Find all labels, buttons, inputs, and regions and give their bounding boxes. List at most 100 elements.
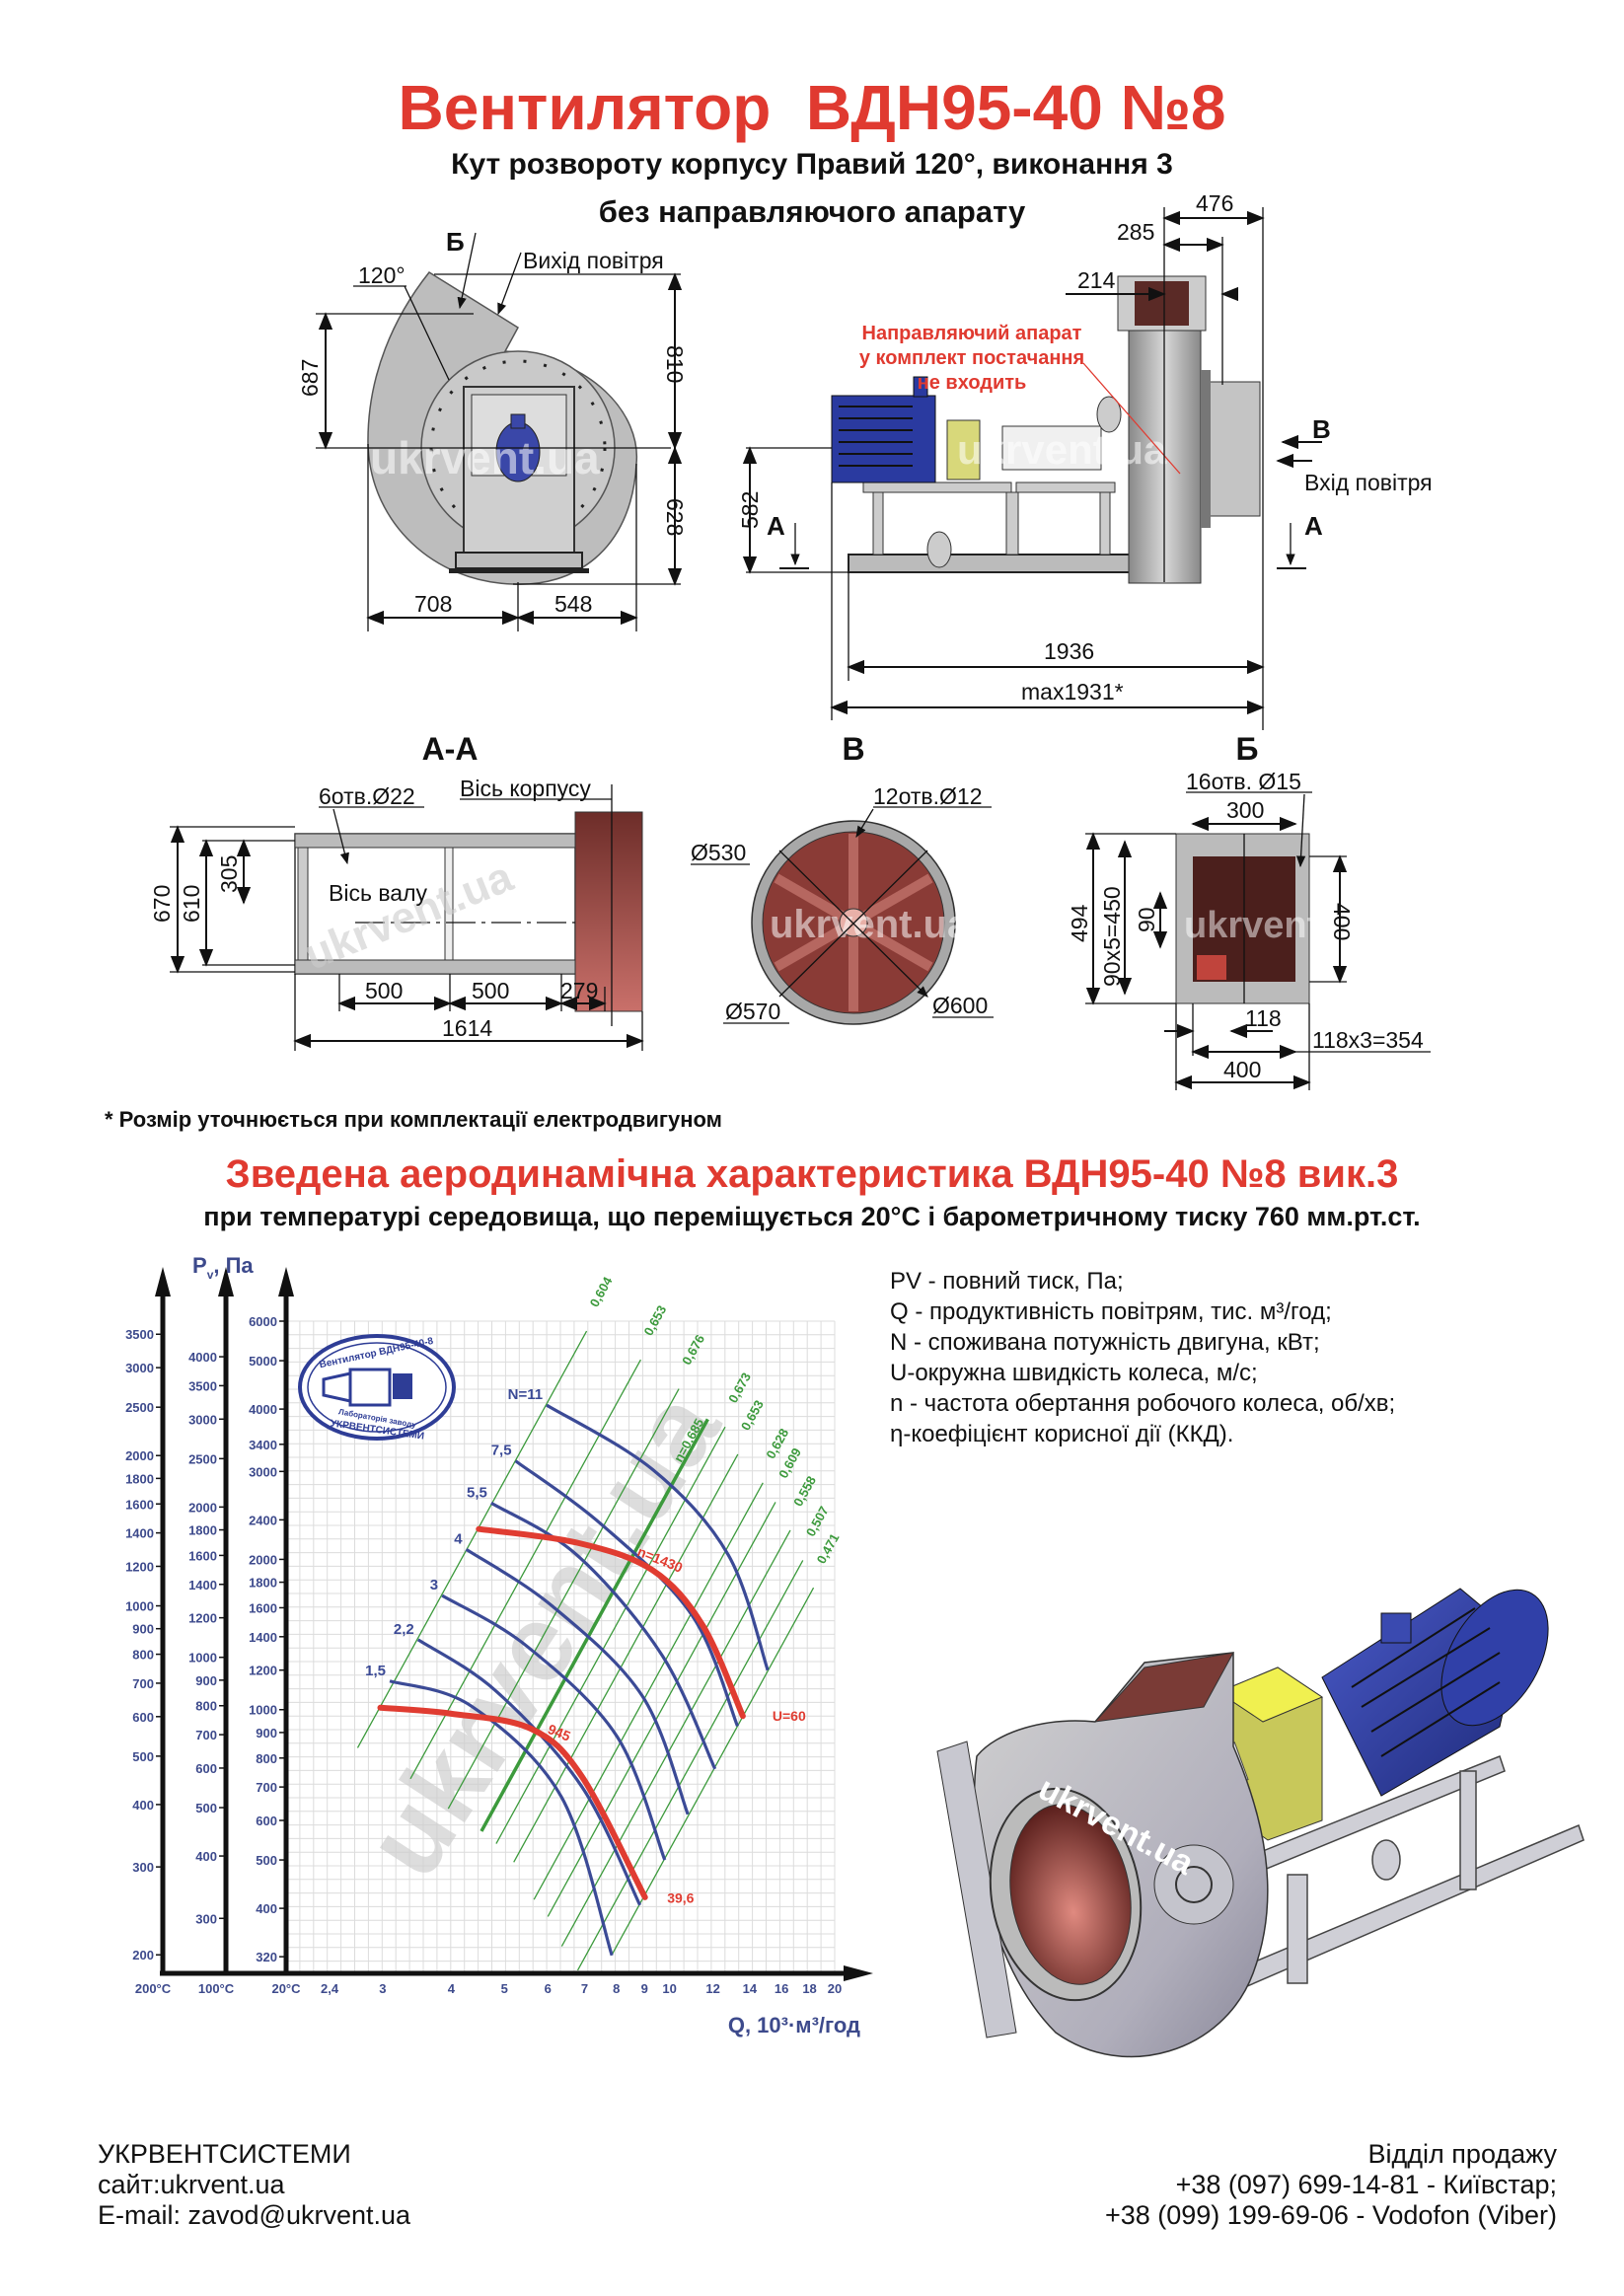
coupling-guard — [946, 419, 981, 481]
housing-axis-label: Вісь корпусу — [460, 776, 591, 801]
efficiency-line — [576, 1560, 804, 1971]
electric-motor — [1321, 1588, 1549, 1797]
y-tick-label: 2500 — [125, 1400, 154, 1415]
y-tick-label: 3000 — [249, 1464, 277, 1479]
efficiency-line — [560, 1529, 791, 1947]
chart-axes: 2003004005006007008009001000120014001600… — [125, 1267, 873, 1996]
y-tick-label: 3400 — [249, 1438, 277, 1452]
temperature-axis-label: 20°C — [271, 1981, 301, 1996]
y-tick-label: 1600 — [249, 1600, 277, 1615]
dim-300: 300 — [1226, 797, 1264, 823]
dim-500-a: 500 — [365, 978, 403, 1003]
y-axis-arrow — [155, 1267, 171, 1296]
power-curve — [490, 1501, 717, 1770]
x-tick-label: 14 — [743, 1981, 758, 1996]
y-tick-label: 2500 — [188, 1451, 217, 1466]
legend-q: Q - продуктивність повітрям, тис. м³/год… — [890, 1298, 1332, 1325]
y-tick-label: 400 — [132, 1798, 154, 1813]
view-title: Б — [1236, 731, 1259, 767]
y-tick-label: 1200 — [249, 1664, 277, 1678]
efficiency-label: 0,471 — [814, 1531, 843, 1567]
legend-n-speed: n - частота обертання робочого колеса, о… — [890, 1390, 1396, 1417]
temperature-axis-label: 200°C — [135, 1981, 172, 1996]
y-tick-label: 500 — [132, 1749, 154, 1764]
y-tick-label: 400 — [195, 1849, 217, 1864]
y-tick-label: 500 — [256, 1853, 277, 1868]
power-curve-label: 1,5 — [365, 1663, 386, 1679]
y-tick-label: 600 — [195, 1761, 217, 1776]
tip-speed-label: U=60 — [773, 1708, 806, 1724]
x-axis-arrow — [844, 1965, 873, 1981]
y-tick-label: 1400 — [249, 1630, 277, 1645]
watermark: ukrvent.ua — [370, 432, 600, 483]
efficiency-line — [409, 1359, 641, 1780]
dim-628: 628 — [662, 498, 688, 536]
x-tick-label: 5 — [501, 1981, 508, 1996]
y-tick-label: 900 — [256, 1726, 277, 1741]
power-curve — [389, 1679, 614, 1957]
diameter-530: Ø530 — [691, 840, 746, 865]
dim-118x3-354: 118x3=354 — [1312, 1027, 1424, 1053]
dim-708: 708 — [414, 591, 452, 617]
motor — [831, 395, 936, 483]
dim-476: 476 — [1196, 190, 1233, 216]
legend-eta: η-коефіцієнт корисної дії (ККД). — [890, 1421, 1234, 1447]
holes-label: 6отв.Ø22 — [319, 783, 415, 809]
watermark: ukrvent.ua — [957, 426, 1167, 473]
dim-285: 285 — [1117, 219, 1154, 245]
efficiency-label: 0,558 — [790, 1473, 819, 1509]
phone-kyivstar[interactable]: +38 (097) 699-14-81 - Київстар; — [1175, 2170, 1557, 2199]
y-tick-label: 700 — [195, 1728, 217, 1742]
dim-1614: 1614 — [442, 1015, 492, 1041]
outlet-label: Вихід повітря — [523, 248, 664, 273]
y-tick-label: 800 — [132, 1648, 154, 1663]
base-frame — [1203, 1755, 1585, 2005]
speed-curve — [377, 1704, 648, 1900]
phone-vodafone[interactable]: +38 (099) 199-69-06 - Vodofon (Viber) — [1104, 2200, 1557, 2230]
sales-dept: Відділ продажу — [1367, 2139, 1557, 2169]
holes-label: 12отв.Ø12 — [873, 783, 983, 809]
power-curve-label: 2,2 — [394, 1621, 414, 1638]
x-tick-label: 12 — [705, 1981, 719, 1996]
y-tick-label: 320 — [256, 1950, 277, 1964]
y-tick-label: 900 — [195, 1673, 217, 1688]
y-tick-label: 3500 — [125, 1327, 154, 1342]
inlet-label: Вхід повітря — [1304, 470, 1433, 495]
angle-label: 120° — [358, 262, 406, 288]
technical-drawings: ukrvent.ua 687 810 628 708 548 Б Вихід п… — [149, 190, 1433, 1090]
y-tick-label: 2000 — [188, 1500, 217, 1515]
power-curve — [416, 1638, 642, 1906]
y-axis-arrow — [218, 1267, 234, 1296]
efficiency-line — [447, 1388, 680, 1810]
y-tick-label: 800 — [195, 1699, 217, 1714]
subtitle-line-2: без направляючого апарату — [598, 194, 1026, 229]
temperature-axis-label: 100°C — [198, 1981, 235, 1996]
y-tick-label: 4000 — [188, 1350, 217, 1365]
chart-subtitle: при температурі середовища, що переміщує… — [203, 1202, 1421, 1231]
y-tick-label: 3000 — [125, 1361, 154, 1375]
y-tick-label: 1800 — [249, 1576, 277, 1591]
legend-u: U-окружна швидкість колеса, м/с; — [890, 1360, 1258, 1386]
efficiency-line — [495, 1426, 726, 1844]
y-axis-arrow — [278, 1267, 294, 1296]
front-view: ukrvent.ua 687 810 628 708 548 Б Вихід п… — [297, 227, 688, 631]
email[interactable]: E-mail: zavod@ukrvent.ua — [98, 2200, 411, 2230]
dim-1936: 1936 — [1044, 638, 1094, 664]
y-tick-label: 1200 — [188, 1611, 217, 1626]
y-tick-label: 400 — [256, 1901, 277, 1916]
shaft-axis-label: Вісь валу — [329, 880, 427, 906]
power-curve-label: 5,5 — [467, 1484, 487, 1501]
x-tick-label: 18 — [802, 1981, 816, 1996]
y-tick-label: 2000 — [249, 1552, 277, 1567]
fan-3d-render: ukrvent.ua — [936, 1588, 1585, 2058]
company-name: УКРВЕНТСИСТЕМИ — [98, 2139, 351, 2169]
y-tick-label: 1200 — [125, 1559, 154, 1574]
y-tick-label: 2000 — [125, 1448, 154, 1463]
x-tick-label: 3 — [379, 1981, 386, 1996]
power-curve-label: N=11 — [508, 1386, 543, 1403]
website[interactable]: сайт:ukrvent.ua — [98, 2170, 285, 2199]
outlet-duct-red — [574, 811, 643, 1012]
chart-title: Зведена аеродинамічна характеристика ВДН… — [225, 1152, 1399, 1196]
view-v: В ukrvent.ua 12отв.Ø12 Ø530 Ø570 Ø600 — [691, 731, 994, 1025]
note-line: у комплект постачання — [859, 347, 1084, 369]
